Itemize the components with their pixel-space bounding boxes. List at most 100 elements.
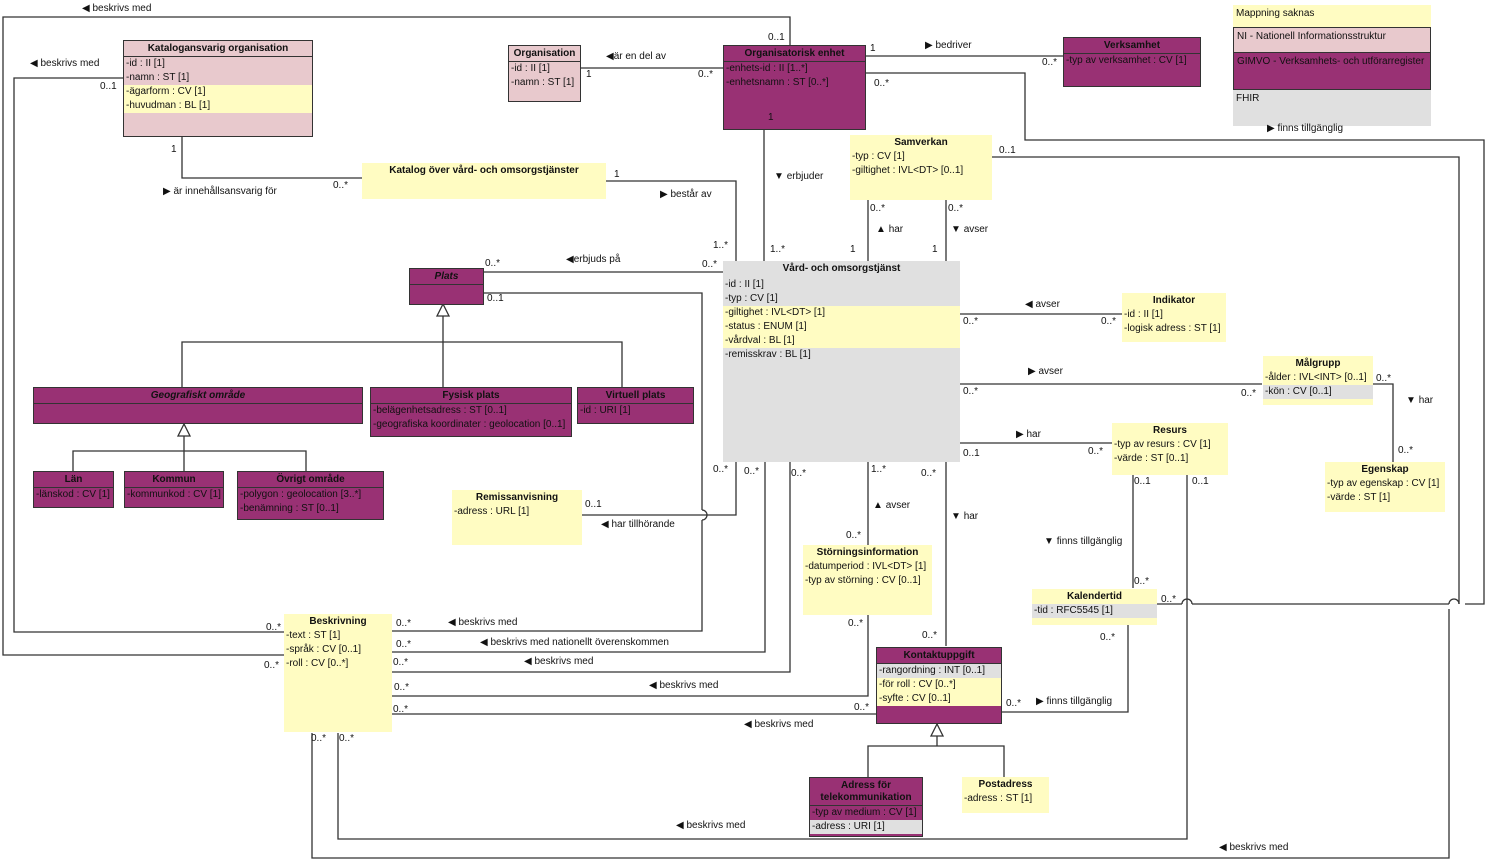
legend-missing-mapping: Mappning saknas (1233, 5, 1431, 27)
attribute: -typ av störning : CV [0..1] (805, 575, 921, 586)
association-label: ▶ har (1016, 429, 1041, 440)
class-title: Katalogansvarig organisation (124, 41, 312, 57)
attribute: -namn : ST [1] (511, 77, 575, 88)
association-label: ◀ beskrivs med (676, 820, 746, 831)
class-organisation[interactable]: Organisation -id : II [1] -namn : ST [1] (508, 45, 581, 102)
association-label: ◀ beskrivs med (1219, 842, 1289, 853)
class-beskrivning[interactable]: Beskrivning -text : ST [1] -språk : CV [… (284, 614, 392, 732)
assoc-line (606, 180, 737, 262)
class-resurs[interactable]: Resurs -typ av resurs : CV [1] -värde : … (1112, 423, 1228, 475)
assoc-line (1373, 383, 1394, 462)
multiplicity: 0..* (1161, 594, 1177, 605)
class-vard-och-omsorgstjanst[interactable]: Vård- och omsorgstjänst -id : II [1] -ty… (723, 261, 960, 462)
assoc-line (1002, 625, 1129, 713)
attribute: -huvudman : BL [1] (124, 99, 312, 113)
multiplicity: 1 (171, 144, 177, 155)
legend-fhir: FHIR (1233, 90, 1431, 126)
assoc-line (392, 520, 703, 632)
multiplicity: 1 (850, 244, 856, 255)
multiplicity: 0..* (963, 316, 979, 327)
arrow-left-icon: ◀ (30, 58, 38, 69)
attribute: -id : URI [1] (580, 405, 631, 416)
multiplicity: 0..* (393, 657, 409, 668)
class-verksamhet[interactable]: Verksamhet -typ av verksamhet : CV [1] (1063, 37, 1201, 87)
class-adress-for-telekommunikation[interactable]: Adress för telekommunikation -typ av med… (809, 777, 923, 837)
association-label: ▶ avser (1028, 366, 1063, 377)
class-plats[interactable]: Plats (409, 268, 484, 305)
class-malgrupp[interactable]: Målgrupp -ålder : IVL<INT> [0..1] -kön :… (1263, 356, 1373, 405)
class-title: Beskrivning (309, 616, 367, 627)
class-title: Plats (410, 269, 483, 285)
arrow-left-icon: ◀ (448, 617, 456, 628)
multiplicity: 1..* (871, 464, 887, 475)
attribute: -för roll : CV [0..*] (877, 678, 1001, 692)
arrow-left-icon: ◀ (601, 519, 609, 530)
class-virtuell-plats[interactable]: Virtuell plats -id : URI [1] (577, 387, 694, 424)
class-samverkan[interactable]: Samverkan -typ : CV [1] -giltighet : IVL… (850, 135, 992, 200)
association-label: ◀ beskrivs med (744, 719, 814, 730)
arrow-left-icon: ◀ (676, 820, 684, 831)
arrow-up-icon: ▲ (873, 500, 883, 511)
multiplicity: 0..* (948, 203, 964, 214)
association-label: ▼ finns tillgänglig (1044, 536, 1123, 547)
multiplicity: 0..* (963, 386, 979, 397)
legend: Mappning saknas NI - Nationell Informati… (1233, 5, 1431, 126)
arrow-right-icon: ▶ (1267, 123, 1275, 134)
attribute: -id : II [1] (126, 58, 165, 69)
attribute: -typ : CV [1] (725, 293, 778, 304)
multiplicity: 0..* (846, 530, 862, 541)
class-title: Postadress (978, 779, 1033, 790)
attribute: -benämning : ST [0..1] (240, 503, 339, 514)
multiplicity: 0..1 (1192, 476, 1209, 487)
association-label: ◀ beskrivs med (649, 680, 719, 691)
assoc-line (2, 16, 791, 656)
class-remissanvisning[interactable]: Remissanvisning -adress : URL [1] (452, 490, 582, 545)
multiplicity: 0..* (393, 704, 409, 715)
class-katalog[interactable]: Katalog över vård- och omsorgstjänster (362, 163, 606, 199)
arrow-down-icon: ▼ (951, 511, 961, 522)
association-label: ▶ bedriver (925, 40, 972, 51)
multiplicity: 0..* (791, 468, 807, 479)
attribute: -språk : CV [0..1] (286, 644, 362, 655)
multiplicity: 0..* (485, 258, 501, 269)
generalization-arrow (929, 722, 945, 737)
arrow-left-icon: ◀ (1025, 299, 1033, 310)
generalization-line (72, 450, 307, 471)
multiplicity: 0..* (264, 660, 280, 671)
class-egenskap[interactable]: Egenskap -typ av egenskap : CV [1] -värd… (1325, 462, 1445, 512)
class-kommun[interactable]: Kommun -kommunkod : CV [1] (124, 471, 224, 508)
class-ovrigt-omrade[interactable]: Övrigt område -polygon : geolocation [3.… (237, 471, 384, 520)
class-lan[interactable]: Län -länskod : CV [1] (33, 471, 114, 508)
generalization-arrow (176, 422, 192, 437)
assoc-line (866, 72, 1485, 605)
class-postadress[interactable]: Postadress -adress : ST [1] (962, 777, 1049, 813)
association-label: ◀är en del av (606, 51, 666, 62)
attribute: -vårdval : BL [1] (723, 334, 960, 348)
arrow-right-icon: ▶ (1036, 696, 1044, 707)
attribute: -polygon : geolocation [3..*] (240, 489, 362, 500)
arrow-right-icon: ▶ (925, 40, 933, 51)
class-fysisk-plats[interactable]: Fysisk plats -belägenhetsadress : ST [0.… (370, 387, 572, 437)
multiplicity: 0..* (1376, 373, 1392, 384)
assoc-line (311, 609, 1450, 859)
class-kalendertid[interactable]: Kalendertid -tid : RFC5545 [1] (1032, 589, 1157, 625)
multiplicity: 0..* (713, 464, 729, 475)
generalization-line (181, 341, 623, 387)
class-katalogansvarig-organisation[interactable]: Katalogansvarig organisation -id : II [1… (123, 40, 313, 137)
attribute: -giltighet : IVL<DT> [0..1] (852, 165, 964, 176)
multiplicity: 0..* (921, 468, 937, 479)
attribute: -adress : ST [1] (964, 793, 1033, 804)
class-title: Indikator (1152, 295, 1196, 306)
association-label: ▶ finns tillgänglig (1036, 696, 1113, 707)
multiplicity: 0..* (874, 78, 890, 89)
attribute: -giltighet : IVL<DT> [1] (723, 306, 960, 320)
class-kontaktuppgift[interactable]: Kontaktuppgift -rangordning : INT [0..1]… (876, 647, 1002, 724)
class-indikator[interactable]: Indikator -id : II [1] -logisk adress : … (1122, 293, 1226, 342)
generalization-arrow (435, 302, 451, 317)
attribute: -roll : CV [0..*] (286, 658, 349, 669)
class-organisatorisk-enhet[interactable]: Organisatorisk enhet -enhets-id : II [1.… (723, 45, 866, 130)
class-storningsinformation[interactable]: Störningsinformation -datumperiod : IVL<… (803, 545, 932, 615)
multiplicity: 0..* (1398, 445, 1414, 456)
class-geografiskt-omrade[interactable]: Geografiskt område (33, 387, 363, 424)
attribute: -geografiska koordinater : geolocation [… (373, 419, 566, 430)
